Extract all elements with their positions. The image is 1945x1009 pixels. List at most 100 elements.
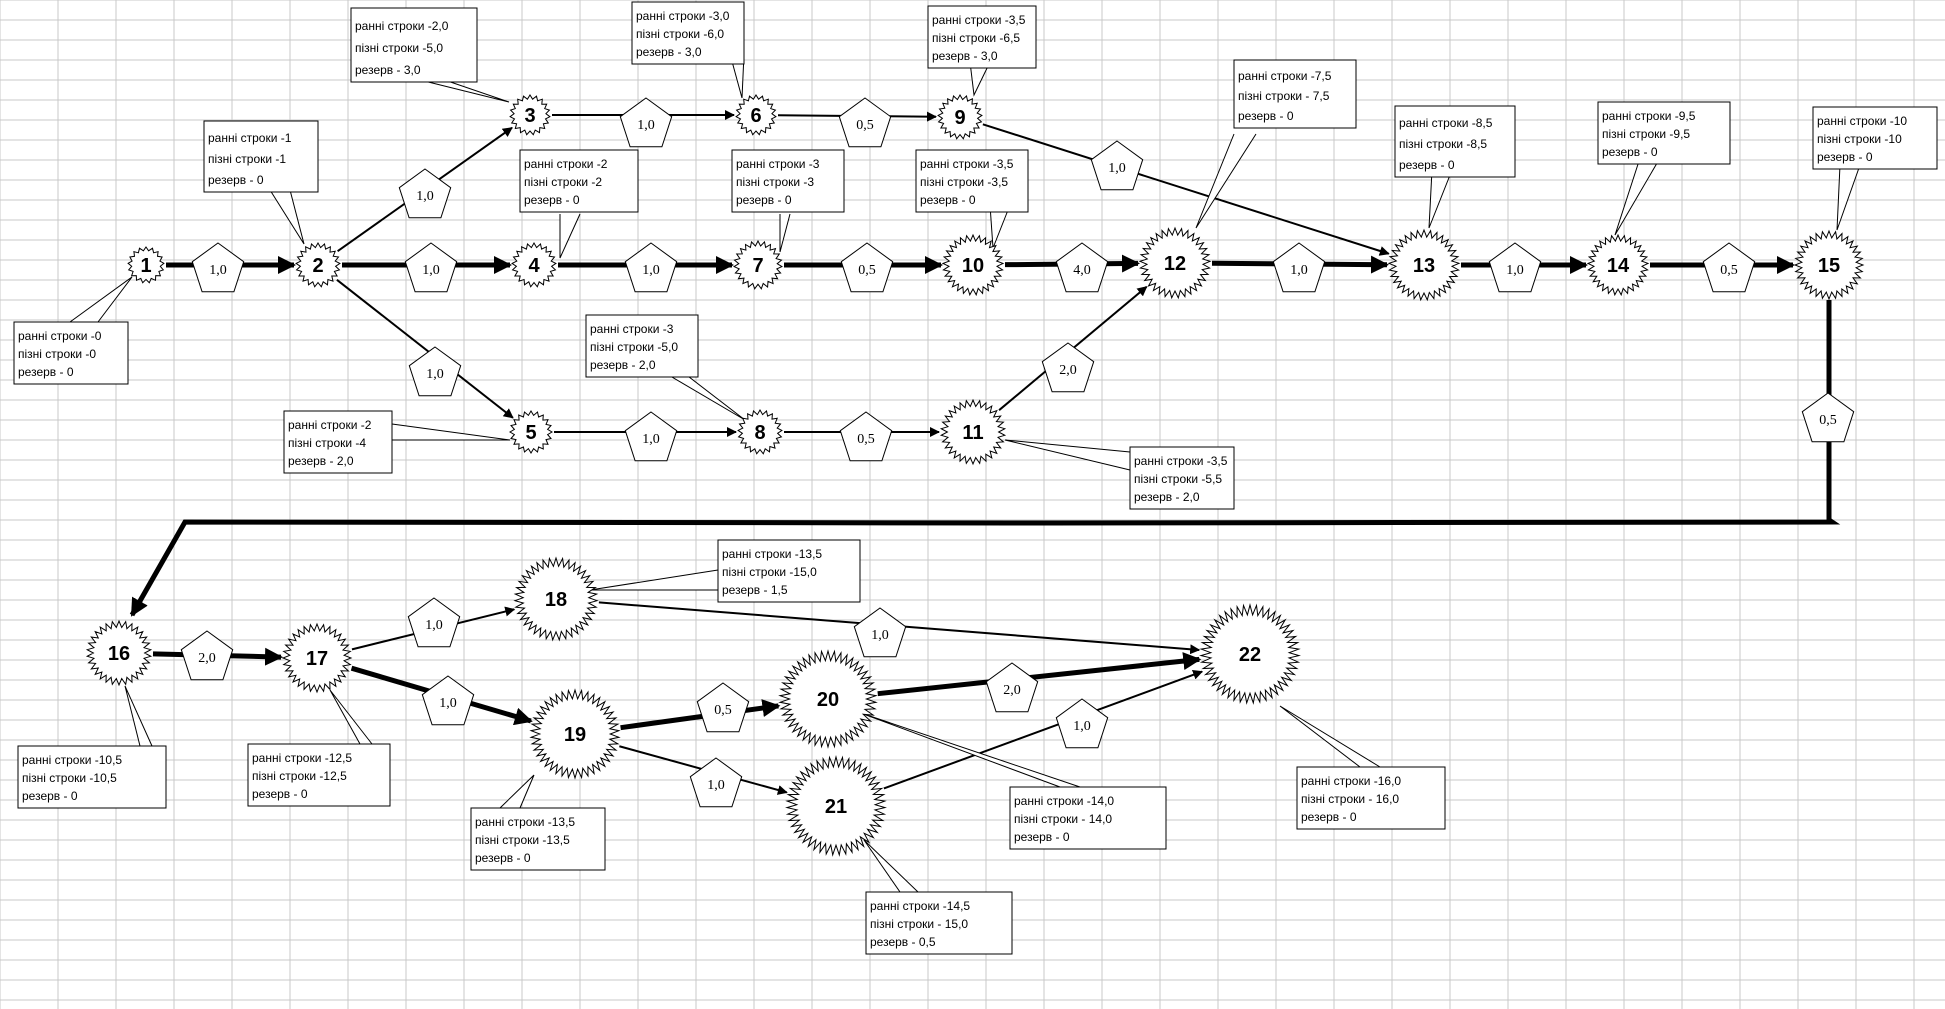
late-time: пізні строки -1: [208, 152, 286, 166]
late-time: пізні строки -0: [18, 347, 96, 361]
callout-box: [865, 891, 1013, 955]
node-label: 20: [817, 689, 839, 711]
early-time: ранні строки -1: [208, 131, 292, 145]
edge-9-13: [982, 123, 1390, 256]
duration-label: 1,0: [1290, 263, 1308, 278]
duration-label: 1,0: [1073, 719, 1091, 734]
node-label: 13: [1413, 255, 1435, 277]
late-time: пізні строки - 16,0: [1301, 792, 1399, 806]
callout-leader-11: [1004, 439, 1131, 471]
node-14: 14: [1586, 233, 1650, 297]
duration-label: 0,5: [1819, 413, 1837, 428]
callout-leader-19: [499, 774, 535, 809]
late-time: пізні строки - 15,0: [870, 917, 968, 931]
early-time: ранні строки -10,5: [22, 753, 122, 767]
duration-label: 0,5: [714, 703, 732, 718]
slack: резерв - 0,5: [870, 935, 936, 949]
late-time: пізні строки -6,5: [932, 31, 1020, 45]
callout-box: [203, 120, 319, 193]
duration-label: 4,0: [1073, 263, 1091, 278]
node-8: 8: [737, 408, 783, 455]
callout-box: [915, 149, 1029, 213]
early-time: ранні строки -9,5: [1602, 109, 1696, 123]
callout-box: [1129, 446, 1235, 510]
node-label: 8: [754, 422, 765, 444]
node-label: 9: [954, 107, 965, 129]
duration-pentagon-9-13: 1,0: [1090, 140, 1144, 191]
node-label: 19: [564, 724, 586, 746]
callout-box: [350, 7, 478, 83]
duration-pentagon-16-17: 2,0: [180, 630, 234, 681]
duration-label: 1,0: [642, 432, 660, 447]
node-10: 10: [941, 233, 1005, 297]
node-label: 10: [962, 255, 984, 277]
node-17: 17: [281, 622, 353, 694]
node-label: 11: [962, 422, 983, 444]
late-time: пізні строки -8,5: [1399, 137, 1487, 151]
early-time: ранні строки -2: [524, 157, 608, 171]
callout-leader-21: [863, 839, 919, 893]
slack: резерв - 0: [208, 173, 264, 187]
slack: резерв - 3,0: [932, 49, 998, 63]
duration-labels: 1,0 1,0 1,0 1,0 1,0 0,5 1,0 1,0 0,5 4,0 1,0 0,5 2,0 1…: [180, 97, 1855, 808]
callout-box: [283, 410, 393, 474]
duration-pentagon-2-4: 1,0: [404, 242, 458, 293]
late-time: пізні строки -10,5: [22, 771, 117, 785]
late-time: пізні строки -13,5: [475, 833, 570, 847]
slack: резерв - 0: [475, 851, 531, 865]
early-time: ранні строки -2: [288, 418, 372, 432]
duration-label: 2,0: [198, 651, 216, 666]
duration-pentagon-5-8: 1,0: [624, 411, 678, 462]
callout-leader-20: [857, 711, 1081, 788]
slack: резерв - 0: [1014, 830, 1070, 844]
early-time: ранні строки -13,5: [722, 547, 822, 561]
node-20: 20: [778, 649, 878, 749]
node-12: 12: [1138, 226, 1212, 300]
duration-label: 1,0: [416, 189, 434, 204]
callout-box: [17, 745, 167, 809]
duration-pentagon-2-5: 1,0: [408, 346, 462, 397]
late-time: пізні строки -4: [288, 436, 366, 450]
early-time: ранні строки -14,0: [1014, 794, 1114, 808]
early-time: ранні строки -14,5: [870, 899, 970, 913]
duration-pentagon-17-18: 1,0: [407, 597, 461, 648]
node-label: 7: [752, 255, 763, 277]
duration-label: 0,5: [857, 432, 875, 447]
duration-pentagon-4-7: 1,0: [624, 242, 678, 293]
callout-box: [731, 149, 845, 213]
callout-leader-9: [969, 61, 991, 97]
early-time: ранні строки -3: [590, 322, 674, 336]
node-5: 5: [509, 410, 553, 454]
slack: резерв - 0: [524, 193, 580, 207]
duration-pentagon-2-3: 1,0: [398, 168, 452, 219]
callout-box: [519, 149, 639, 213]
late-time: пізні строки -5,0: [590, 340, 678, 354]
duration-pentagon-1-2: 1,0: [191, 242, 245, 293]
node-15: 15: [1793, 229, 1865, 301]
slack: резерв - 0: [1817, 150, 1873, 164]
node-7: 7: [733, 239, 783, 290]
duration-pentagon-19-20: 0,5: [696, 682, 750, 733]
node-9: 9: [937, 93, 983, 140]
slack: резерв - 0: [736, 193, 792, 207]
node-label: 15: [1818, 255, 1840, 277]
callout-box: [1233, 59, 1357, 129]
callout-leader-5: [391, 423, 511, 441]
node-3: 3: [509, 94, 551, 136]
duration-label: 1,0: [425, 618, 443, 633]
callout-leader-6: [729, 53, 745, 99]
node-label: 14: [1607, 255, 1630, 277]
node-label: 3: [524, 105, 535, 127]
slack: резерв - 0: [18, 365, 74, 379]
edge-20-22: [877, 652, 1202, 697]
duration-label: 0,5: [1720, 263, 1738, 278]
